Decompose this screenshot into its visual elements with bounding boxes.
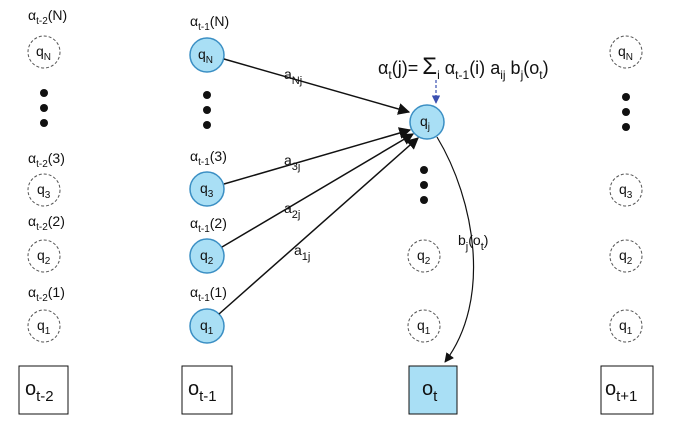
obs-box-t [408, 365, 458, 415]
alpha-t-1-1: αt-1(1) [190, 284, 227, 304]
emission-edge [436, 136, 475, 363]
state-circle-q2-t-1 [189, 238, 225, 274]
column-t-plus-1: qN q3 q2 q1 [609, 35, 643, 343]
state-label-q1-t: q1 [417, 317, 431, 337]
state-label-qN-t-1: qN [198, 46, 213, 66]
state-circle-q2-t+1 [609, 239, 643, 273]
transition-edges: aNj a3j a2j a1j [218, 58, 419, 315]
state-label-q3-t+1: q3 [619, 181, 633, 201]
obs-label-t: ot [422, 378, 438, 405]
state-label-qj-t: qj [420, 113, 430, 133]
obs-box-t+1 [600, 365, 654, 415]
edge-a2j [221, 133, 415, 248]
edge-label-a1j: a1j [294, 242, 310, 263]
edge-label-a2j: a2j [284, 200, 300, 221]
state-circle-q1-t-1 [189, 308, 225, 344]
state-label-q3-t-1: q3 [200, 180, 214, 200]
state-circle-q3-t-2 [27, 173, 61, 207]
ellipsis-dots [203, 91, 211, 129]
state-label-q1-t-2: q1 [37, 317, 51, 337]
emission-label: bj(ot) [458, 232, 488, 253]
edge-a1j [218, 137, 419, 315]
ellipsis-dots [420, 166, 428, 204]
edge-label-aNj: aNj [284, 66, 302, 87]
state-circle-q1-t-2 [27, 309, 61, 343]
alpha-t-2-1: αt-2(1) [28, 284, 65, 304]
obs-label-t+1: ot+1 [605, 378, 637, 405]
edge-aNj [223, 58, 411, 115]
state-circle-qN-t-1 [189, 37, 225, 73]
state-circle-q2-t [407, 239, 441, 273]
state-label-q3-t-2: q3 [37, 181, 51, 201]
alpha-t-2-N: αt-2(N) [28, 7, 67, 27]
state-label-qN-t-2: qN [36, 43, 51, 63]
state-circle-qN-t-2 [27, 35, 61, 69]
alpha-t-2-3: αt-2(3) [28, 150, 65, 170]
alpha-t-1-N: αt-1(N) [190, 13, 229, 33]
alpha-t-1-2: αt-1(2) [190, 215, 227, 235]
edge-a3j [223, 127, 412, 185]
ellipsis-dots [40, 89, 48, 127]
state-label-q2-t-2: q2 [37, 247, 51, 267]
state-circle-q3-t+1 [609, 173, 643, 207]
state-label-q2-t: q2 [417, 247, 431, 267]
obs-box-t-1 [181, 365, 233, 415]
state-circle-q2-t-2 [27, 239, 61, 273]
state-circle-q1-t [407, 309, 441, 343]
state-label-q1-t-1: q1 [200, 317, 214, 337]
column-t-minus-1: αt-1(N) qN αt-1(3) q3 αt-1(2) q2 αt-1(1)… [189, 13, 229, 344]
edge-label-a3j: a3j [284, 152, 300, 173]
obs-label-t-1: ot-1 [188, 378, 217, 405]
observations-row: ot-2 ot-1 ot ot+1 [18, 365, 654, 415]
alpha-t-1-3: αt-1(3) [190, 148, 227, 168]
ellipsis-dots [622, 93, 630, 131]
column-t-minus-2: αt-2(N) qN αt-2(3) q3 αt-2(2) q2 αt-2(1)… [27, 7, 67, 343]
state-label-q1-t+1: q1 [619, 317, 633, 337]
state-circle-qN-t+1 [609, 35, 643, 69]
state-label-q2-t+1: q2 [619, 247, 633, 267]
state-label-qN-t+1: qN [618, 43, 633, 63]
alpha-t-2-2: αt-2(2) [28, 213, 65, 233]
state-circle-qj-t [409, 104, 445, 140]
state-label-q2-t-1: q2 [200, 247, 214, 267]
state-circle-q1-t+1 [609, 309, 643, 343]
obs-label-t-2: ot-2 [25, 378, 54, 405]
state-circle-q3-t-1 [189, 171, 225, 207]
obs-box-t-2 [18, 365, 69, 415]
